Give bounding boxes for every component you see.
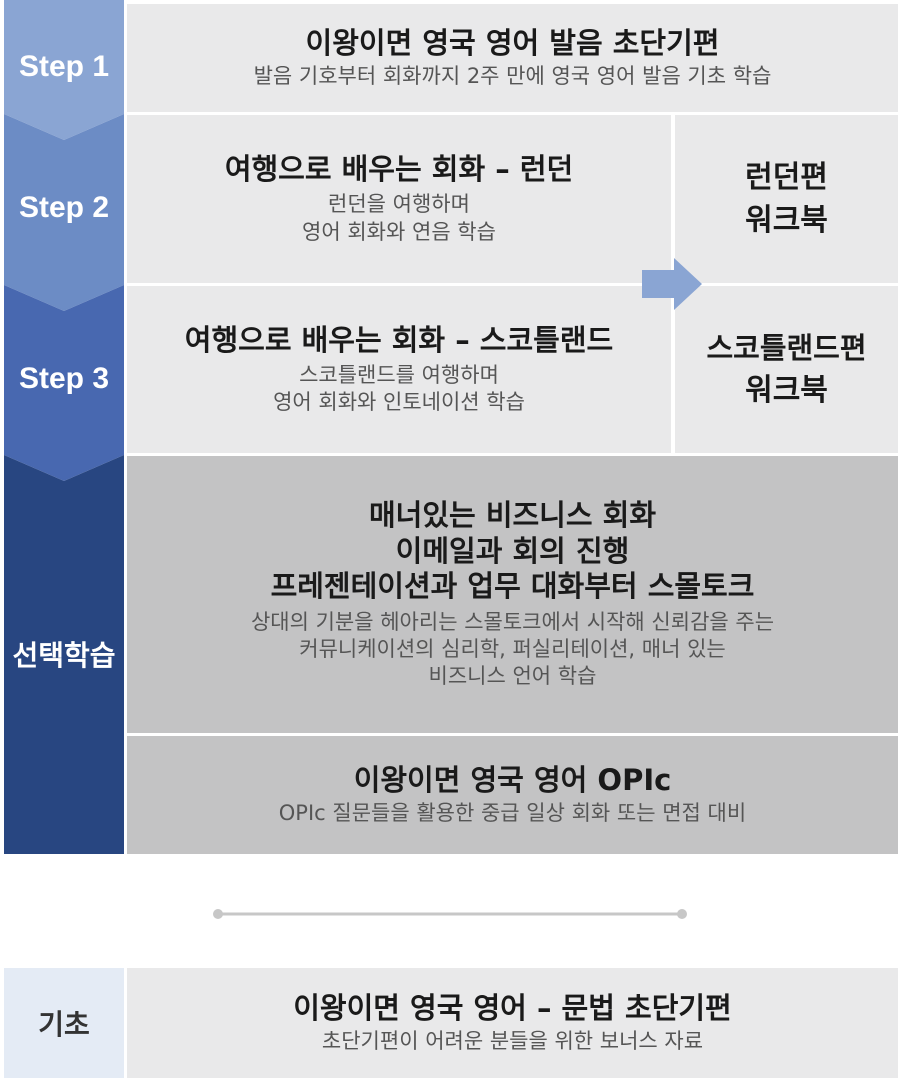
step2-desc-line: 영어 회화와 연음 학습 [302,219,496,244]
opic-subtitle: OPIc 질문들을 활용한 중급 일상 회화 또는 면접 대비 [278,801,747,826]
step2-desc-line: 런던을 여행하며 [328,192,470,217]
elective-label: 선택학습 [12,640,116,671]
step3-desc-line: 영어 회화와 인토네이션 학습 [273,390,525,415]
arrow-right-icon [642,258,702,310]
london-workbook-line: 워크북 [745,203,828,238]
business-title-line: 매너있는 비즈니스 회화 [369,498,656,533]
step3-panel: 여행으로 배우는 회화 – 스코틀랜드 스코틀랜드를 여행하며 영어 회화와 인… [127,286,671,453]
basic-label: 기초 [38,1008,90,1041]
step2-title: 여행으로 배우는 회화 – 런던 [224,152,574,187]
step1-segment [4,0,124,140]
basic-subtitle: 초단기편이 어려운 분들을 위한 보너스 자료 [321,1029,704,1054]
business-desc-line: 커뮤니케이션의 심리학, 퍼실리테이션, 매너 있는 [299,636,726,661]
business-desc-line: 상대의 기분을 헤아리는 스몰토크에서 시작해 신뢰감을 주는 [250,609,775,634]
step1-title: 이왕이면 영국 영어 발음 초단기편 [305,25,720,60]
scotland-workbook-line: 워크북 [745,372,828,408]
step3-desc-line: 스코틀랜드를 여행하며 [299,362,499,387]
step2-segment [4,114,124,311]
business-panel: 매너있는 비즈니스 회화 이메일과 회의 진행 프레젠테이션과 업무 대화부터 … [127,456,898,733]
scotland-workbook-panel: 스코틀랜드편 워크북 [675,286,898,453]
basic-label-box: 기초 [4,968,124,1078]
business-desc-line: 비즈니스 언어 학습 [428,664,597,689]
business-title-line: 이메일과 회의 진행 [395,533,630,568]
step2-label: Step 2 [18,191,110,224]
step1-label: Step 1 [18,50,110,83]
opic-title: 이왕이면 영국 영어 OPIc [353,762,672,797]
step3-label: Step 3 [18,362,110,395]
london-workbook-line: 런던편 [745,159,828,195]
basic-title: 이왕이면 영국 영어 – 문법 초단기편 [293,990,732,1025]
scotland-workbook-line: 스코틀랜드편 [706,330,867,365]
opic-panel: 이왕이면 영국 영어 OPIc OPIc 질문들을 활용한 중급 일상 회화 또… [127,736,898,854]
london-workbook-panel: 런던편 워크북 [675,115,898,283]
step2-panel: 여행으로 배우는 회화 – 런던 런던을 여행하며 영어 회화와 연음 학습 [127,115,671,283]
business-title-line: 프레젠테이션과 업무 대화부터 스몰토크 [270,569,755,604]
section-divider [213,909,687,919]
basic-panel: 이왕이면 영국 영어 – 문법 초단기편 초단기편이 어려운 분들을 위한 보너… [127,968,898,1078]
step1-panel: 이왕이면 영국 영어 발음 초단기편 발음 기호부터 회화까지 2주 만에 영국… [127,4,898,112]
step3-segment [4,285,124,481]
step3-title: 여행으로 배우는 회화 – 스코틀랜드 [184,322,614,357]
step1-subtitle: 발음 기호부터 회화까지 2주 만에 영국 영어 발음 기초 학습 [253,64,772,89]
elective-segment [4,455,124,854]
step-column [4,0,124,854]
